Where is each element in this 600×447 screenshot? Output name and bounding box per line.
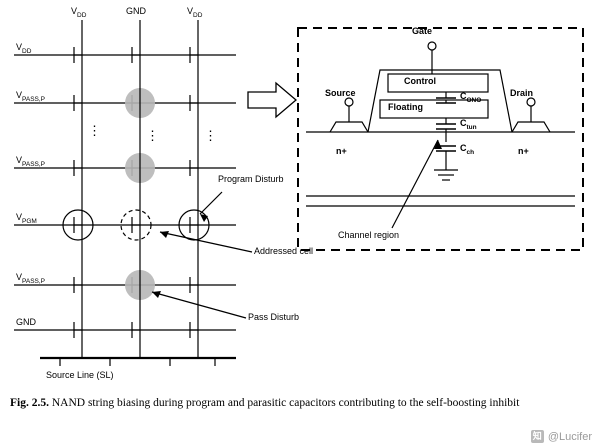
nand-string-diagram (14, 20, 584, 366)
terminal-label-gate: Gate (412, 26, 433, 36)
arrowhead-channel-region (434, 140, 442, 149)
source-line-label: Source Line (SL) (46, 370, 114, 380)
drain-terminal-circle (526, 97, 536, 107)
floating-gate-label: Floating (388, 102, 423, 112)
annotation-program-disturb: Program Disturb (218, 174, 284, 184)
control-gate-label: Control (404, 76, 436, 86)
wordline-label-pgm: VPGM (16, 212, 37, 225)
floating-gate-box (379, 99, 489, 119)
arrowhead-pass-disturb (152, 291, 161, 298)
top-rail-label-vdd-left: VDD (71, 6, 87, 19)
capacitor-label-cono: CONO (460, 91, 482, 104)
control-gate-box (387, 73, 489, 93)
figure-caption: Fig. 2.5. NAND string biasing during pro… (10, 396, 585, 411)
wordline-label-vdd: VDD (16, 42, 32, 55)
circle-addressed-cell (120, 209, 152, 241)
transistor-row-gnd (73, 322, 198, 338)
capacitor-label-ctun: Ctun (460, 118, 477, 131)
circle-cell-left (62, 209, 94, 241)
top-rail-label-gnd: GND (126, 6, 146, 16)
leader-channel-region (391, 139, 439, 229)
n-plus-label-left: n+ (336, 146, 347, 156)
dots-center: ⋮ (146, 128, 159, 143)
wordline-label-gnd: GND (16, 317, 36, 327)
dots-left: ⋮ (88, 123, 101, 138)
leader-program-disturb (199, 191, 223, 215)
gate-terminal-circle (427, 41, 437, 51)
watermark-text: @Lucifer (547, 430, 592, 443)
caption-number: Fig. 2.5. (10, 397, 49, 409)
n-plus-right (511, 121, 551, 133)
arrowhead-program-disturb (200, 214, 208, 222)
terminal-label-source: Source (325, 88, 356, 98)
capacitor-label-cch: Cch (460, 143, 475, 156)
wordline-label-pass-3: VPASS,P (16, 272, 46, 285)
zhihu-logo-icon: 知 (530, 430, 544, 443)
terminal-label-drain: Drain (510, 88, 534, 98)
block-arrow (247, 81, 298, 119)
wordline-label-pass-1: VPASS,P (16, 90, 46, 103)
annotation-pass-disturb: Pass Disturb (248, 312, 300, 322)
leader-pass-disturb (151, 291, 247, 319)
wordline-label-pass-2: VPASS,P (16, 155, 46, 168)
gate-stack-outline (367, 69, 513, 133)
watermark: 知 @Lucifer (530, 430, 592, 443)
dashed-frame (297, 27, 584, 251)
arrowhead-addressed-cell (160, 231, 169, 238)
n-plus-left (329, 121, 369, 133)
source-terminal-circle (344, 97, 354, 107)
leader-addressed-cell (159, 231, 253, 253)
annotation-addressed-cell: Addressed cell (254, 246, 314, 256)
channel-region-label: Channel region (338, 230, 400, 240)
figure-area: VDD GND VDD VDD VPASS,P VPASS,P VPGM VPA… (14, 6, 584, 380)
caption-text: NAND string biasing during program and p… (48, 397, 520, 409)
top-rail-label-vdd-right: VDD (187, 6, 203, 19)
transistor-row-pgm (73, 217, 198, 233)
n-plus-label-right: n+ (518, 146, 529, 156)
transistor-row-vdd (73, 47, 198, 63)
dots-right: ⋮ (204, 128, 217, 143)
